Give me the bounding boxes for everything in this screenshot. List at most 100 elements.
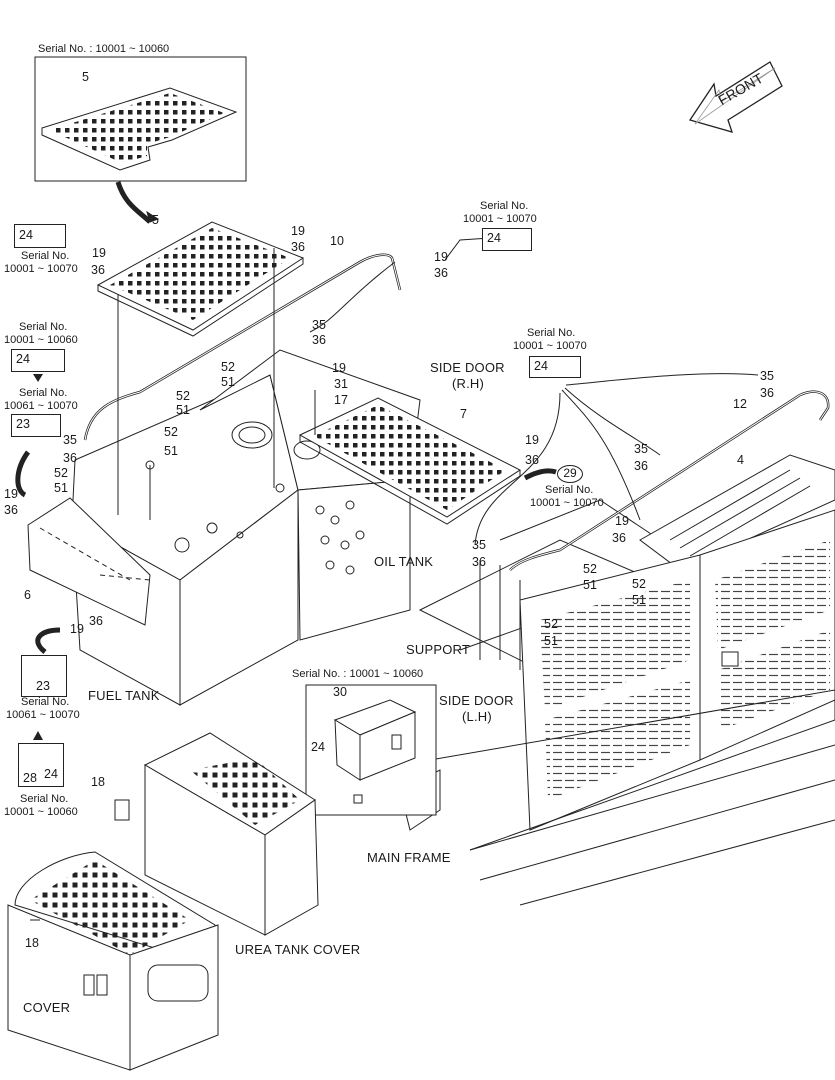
serial-range-g: 10061 ~ 10070 [6, 709, 80, 721]
serial-range-h: 10001 ~ 10060 [4, 806, 78, 818]
part-30: 30 [333, 685, 347, 699]
down-triangle-marker [33, 374, 43, 382]
part-31: 31 [334, 377, 348, 391]
part-24-box-d [529, 356, 581, 378]
part-28: 28 [23, 771, 37, 785]
part-51-d: 51 [54, 481, 68, 495]
part-24-c: 24 [16, 352, 30, 366]
part-24-box-c [11, 349, 65, 372]
inset-frame [34, 56, 247, 182]
serial-range-c: 10001 ~ 10060 [4, 334, 78, 346]
serial-label-d: Serial No. [19, 387, 68, 399]
battery-serial-title: Serial No. : 10001 ~ 10060 [292, 668, 424, 680]
part-36-j: 36 [612, 531, 626, 545]
urea-tank-cover-label: UREA TANK COVER [235, 942, 361, 957]
bracket-6 [27, 497, 151, 626]
part-28-24-box [18, 743, 64, 787]
part-52-g: 52 [544, 617, 558, 631]
part-5-inset: 5 [82, 70, 89, 84]
oil-tank-label: OIL TANK [374, 554, 434, 569]
part-36-c: 36 [434, 266, 448, 280]
serial-label-b: Serial No. [480, 200, 529, 212]
part-23-a: 23 [16, 417, 30, 431]
serial-label-e: Serial No. [527, 327, 576, 339]
serial-range-f: 10001 ~ 10070 [530, 497, 604, 509]
serial-label-f: Serial No. [545, 484, 594, 496]
part-7: 7 [460, 407, 467, 421]
part-24-f: 24 [44, 767, 58, 781]
part-19-e: 19 [4, 487, 18, 501]
part-36-f: 36 [63, 451, 77, 465]
part-36-g: 36 [4, 503, 18, 517]
main-frame-label: MAIN FRAME [367, 850, 451, 865]
part-36-h: 36 [525, 453, 539, 467]
serial-label-c: Serial No. [19, 321, 68, 333]
part-19-b: 19 [291, 224, 305, 238]
part-36-e: 36 [760, 386, 774, 400]
part-35-d: 35 [634, 442, 648, 456]
serial-label-h: Serial No. [20, 793, 69, 805]
part-6: 6 [24, 588, 31, 602]
part-10: 10 [330, 234, 344, 248]
part-29: 29 [563, 466, 577, 480]
side-door-rh-label-2: (R.H) [452, 376, 485, 391]
side-door-lh-label-1: SIDE DOOR [439, 693, 514, 708]
part-24-e: 24 [311, 740, 325, 754]
part-52-d: 52 [54, 466, 68, 480]
side-door-rh-label-1: SIDE DOOR [430, 360, 505, 375]
part-35-c: 35 [63, 433, 77, 447]
part-52-a: 52 [221, 360, 235, 374]
part-51-g: 51 [544, 634, 558, 648]
support-label: SUPPORT [406, 642, 471, 657]
part-35-e: 35 [472, 538, 486, 552]
part-35-b: 35 [760, 369, 774, 383]
part-18-b: 18 [25, 936, 39, 950]
part-51-b: 51 [176, 403, 190, 417]
part-24-a: 24 [19, 228, 33, 242]
part-18-a: 18 [91, 775, 105, 789]
serial-range-b: 10001 ~ 10070 [463, 213, 537, 225]
part-36-i: 36 [634, 459, 648, 473]
part-19-a: 19 [92, 246, 106, 260]
part-23-box-b [21, 655, 67, 697]
part-35-a: 35 [312, 318, 326, 332]
part-5: 5 [152, 213, 159, 227]
part-24-b: 24 [487, 231, 501, 245]
part-19-f: 19 [525, 433, 539, 447]
part-23-b: 23 [36, 679, 50, 693]
oil-tank-front [297, 479, 411, 641]
serial-range-e: 10001 ~ 10070 [513, 340, 587, 352]
part-24-box-b [482, 228, 532, 251]
cover-label: COVER [23, 1000, 71, 1015]
part-52-b: 52 [176, 389, 190, 403]
part-19-c: 19 [434, 250, 448, 264]
part-51-a: 51 [221, 375, 235, 389]
part-51-e: 51 [583, 578, 597, 592]
part-51-c: 51 [164, 444, 178, 458]
part-52-e: 52 [583, 562, 597, 576]
part-12: 12 [733, 397, 747, 411]
part-19-d: 19 [332, 361, 346, 375]
part-19-g: 19 [615, 514, 629, 528]
part-36-l: 36 [89, 614, 103, 628]
part-29-callout: 29 [557, 465, 583, 483]
part-52-c: 52 [164, 425, 178, 439]
part-36-b: 36 [291, 240, 305, 254]
part-24-d: 24 [534, 359, 548, 373]
serial-label-g: Serial No. [21, 696, 70, 708]
part-24-box-a [14, 224, 66, 248]
part-19-h: 19 [70, 622, 84, 636]
inset-serial-title: Serial No. : 10001 ~ 10060 [38, 43, 170, 55]
up-triangle-marker [33, 731, 43, 740]
part-36-d: 36 [312, 333, 326, 347]
serial-range-a: 10001 ~ 10070 [4, 263, 78, 275]
part-23-box-a [11, 414, 61, 437]
side-door-lh-label-2: (L.H) [462, 709, 492, 724]
part-36-k: 36 [472, 555, 486, 569]
part-36-a: 36 [91, 263, 105, 277]
part-4: 4 [737, 453, 744, 467]
part-51-f: 51 [632, 593, 646, 607]
part-17: 17 [334, 393, 348, 407]
